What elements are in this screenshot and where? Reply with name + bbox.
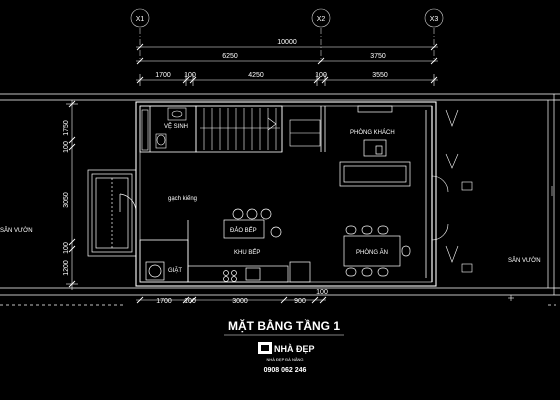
room-label-gach-kieng: gạch kiếng — [168, 196, 197, 202]
room-label-khu-bep: KHU BẾP — [234, 249, 260, 256]
company-logo: NHÀ ĐẸP NHÀ ĐẸP ĐÀ NẴNG 0908 062 246 — [258, 342, 315, 374]
dim-top-a: 6250 — [222, 53, 238, 60]
kitchen-counter — [187, 261, 311, 283]
dim-top-b: 3750 — [370, 53, 386, 60]
room-label-san-vuon-right: SÂN VƯỜN — [508, 257, 541, 264]
dim-bottom-3: 900 — [294, 298, 306, 305]
logo-phone: 0908 062 246 — [264, 367, 307, 374]
room-label-phong-khach: PHÒNG KHÁCH — [350, 129, 395, 136]
right-facade-doors — [431, 109, 473, 273]
room-label-ve-sinh: VỆ SINH — [164, 122, 188, 130]
entrance-porch — [87, 169, 137, 257]
site-boundary — [0, 93, 560, 306]
grid-bubble-x3 — [424, 8, 444, 28]
dim-bottom-4: 100 — [316, 289, 328, 296]
grid-label-x2: X2 — [317, 16, 326, 23]
dim-overall: 10000 — [277, 39, 297, 46]
dim-left-4: 1200 — [63, 260, 70, 276]
grid-label-x1: X1 — [136, 16, 145, 23]
washing-machine — [145, 261, 165, 281]
living-room-furniture — [339, 105, 411, 187]
dim-row2-2: 4250 — [248, 72, 264, 79]
left-dimension-lines — [66, 100, 78, 290]
stair-landing — [289, 119, 321, 147]
room-label-san-vuon-left: SÂN VƯỜN — [0, 227, 33, 234]
dim-row2-4: 3550 — [372, 72, 388, 79]
interior-walls — [139, 105, 433, 283]
grid-bubble-x1 — [130, 8, 150, 28]
dining-table — [343, 225, 411, 277]
dim-left-3: 100 — [63, 242, 70, 254]
dim-row2-1: 100 — [184, 72, 196, 79]
grid-axes — [130, 8, 444, 62]
bottom-dimension-lines — [136, 296, 327, 304]
grid-label-x3: X3 — [430, 16, 439, 23]
wc-fixtures — [141, 107, 187, 151]
dim-left-0: 1750 — [63, 120, 70, 136]
room-label-phong-an: PHÒNG ĂN — [356, 249, 388, 256]
staircase — [200, 108, 280, 150]
dim-bottom-0: 1700 — [156, 298, 172, 305]
dim-row2-3: 100 — [315, 72, 327, 79]
room-label-giat: GIẶT — [168, 267, 182, 274]
logo-name: NHÀ ĐẸP — [274, 344, 315, 354]
north-marker-icon — [508, 186, 553, 301]
room-label-dao-bep: ĐẢO BẾP — [230, 227, 257, 234]
drawing-title: MẶT BẰNG TẦNG 1 — [228, 318, 340, 333]
dim-left-1: 100 — [63, 141, 70, 153]
dim-row2-0: 1700 — [155, 72, 171, 79]
top-dimension-lines — [136, 43, 438, 86]
kitchen-island — [223, 208, 282, 239]
logo-tagline: NHÀ ĐẸP ĐÀ NẴNG — [266, 357, 303, 362]
dim-left-2: 3050 — [63, 192, 70, 208]
dim-bottom-2: 3000 — [232, 298, 248, 305]
dim-bottom-1: 100 — [184, 298, 196, 305]
grid-bubble-x2 — [311, 8, 331, 28]
